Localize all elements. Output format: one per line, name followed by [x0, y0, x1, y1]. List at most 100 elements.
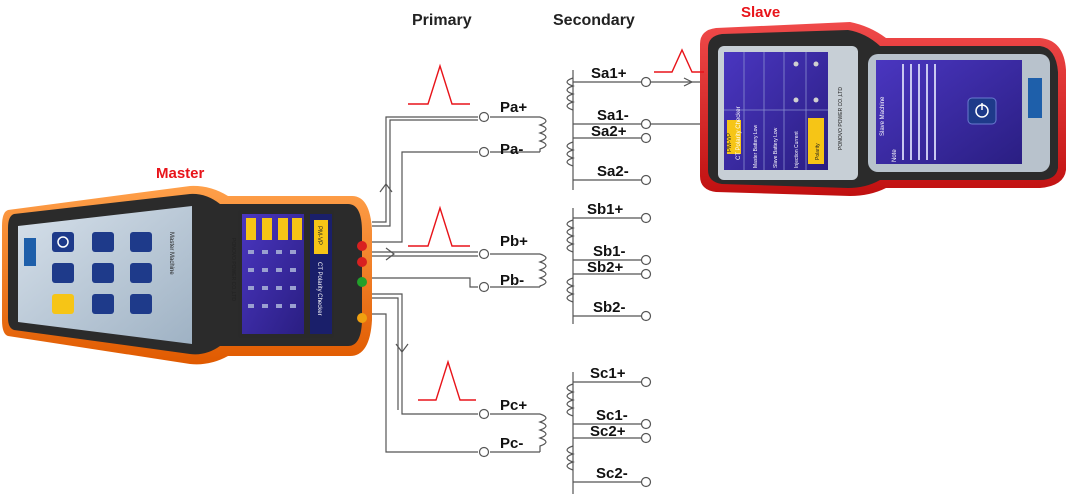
label-sa2-minus: Sa2- — [597, 163, 629, 180]
master-label: Master — [156, 165, 205, 182]
master-screen-grid — [248, 250, 296, 308]
label-sb1-plus: Sb1+ — [587, 201, 624, 218]
slave-brand-mark — [1028, 78, 1042, 118]
label-sa1-plus: Sa1+ — [591, 65, 627, 82]
terminal-sb2-plus[interactable] — [640, 268, 652, 280]
ct-group-b — [490, 208, 642, 324]
terminal-sa1-plus[interactable] — [640, 76, 652, 88]
terminal-pc-plus[interactable] — [478, 408, 490, 420]
master-yellow-connector[interactable] — [357, 313, 367, 323]
master-title-text: CT Polarity Checker — [316, 262, 322, 316]
wire-to-pb-minus — [372, 277, 478, 288]
slave-note-label: Note — [892, 149, 898, 162]
terminal-pa-plus[interactable] — [478, 111, 490, 123]
master-key[interactable] — [92, 294, 114, 314]
arrow-down-icon — [395, 343, 409, 353]
master-company-text: PONOVO POWER CO.,LTD — [230, 238, 236, 301]
power-icon — [57, 236, 69, 248]
slave-power-key[interactable] — [967, 97, 997, 125]
master-key[interactable] — [92, 263, 114, 283]
slave-label: Slave — [741, 4, 781, 21]
terminal-sb2-minus[interactable] — [640, 310, 652, 322]
terminal-sc1-plus[interactable] — [640, 376, 652, 388]
wire-to-pc-minus — [372, 313, 478, 453]
master-power-key[interactable] — [52, 232, 74, 252]
arrow-right-icon — [385, 247, 395, 261]
slave-note-lines — [902, 64, 936, 160]
label-sc2-plus: Sc2+ — [590, 423, 626, 440]
master-green-connector[interactable] — [357, 277, 367, 287]
primary-heading: Primary — [412, 12, 472, 29]
ct-group-a — [490, 70, 700, 190]
label-sb2-minus: Sb2- — [593, 299, 626, 316]
arrow-up-icon — [379, 183, 393, 193]
master-wires — [372, 116, 478, 453]
secondary-coil-c1 — [566, 383, 575, 417]
slave-row-text: Injection Current — [794, 131, 800, 168]
primary-coil-b — [538, 253, 547, 287]
slave-screen — [876, 60, 1022, 164]
terminals — [478, 76, 652, 488]
master-key[interactable] — [130, 294, 152, 314]
terminal-sa1-minus[interactable] — [640, 118, 652, 130]
slave-mode-tag — [727, 120, 741, 154]
slave-row-text: Polarity — [815, 143, 821, 160]
terminal-sc2-minus[interactable] — [640, 476, 652, 488]
master-key[interactable] — [130, 232, 152, 252]
pulse-icon — [408, 63, 470, 105]
master-key[interactable] — [52, 263, 74, 283]
slave-mode-text: PM-VP — [727, 133, 733, 152]
slave-row-text: Master Battery Low — [753, 125, 759, 168]
terminal-sc1-minus[interactable] — [640, 418, 652, 430]
pulse-icon — [654, 48, 704, 73]
master-mode-tag — [314, 220, 328, 254]
slave-led — [793, 61, 799, 67]
pulse-icon — [408, 205, 470, 247]
ct-group-c — [490, 372, 642, 494]
terminal-sb1-plus[interactable] — [640, 212, 652, 224]
slave-row-text: Slave Battery Low — [773, 127, 779, 168]
terminal-sb1-minus[interactable] — [640, 254, 652, 266]
label-sc2-minus: Sc2- — [596, 465, 628, 482]
master-key[interactable] — [130, 263, 152, 283]
master-run-key[interactable] — [52, 294, 74, 314]
label-sa1-minus: Sa1- — [597, 107, 629, 124]
master-device: Master Machine PM-VP CT Polarity Checker… — [2, 185, 372, 365]
slave-led — [793, 97, 799, 103]
wire-to-pc-plus — [372, 293, 478, 415]
label-sc1-minus: Sc1- — [596, 407, 628, 424]
master-red-connector[interactable] — [357, 241, 367, 251]
label-sc1-plus: Sc1+ — [590, 365, 626, 382]
master-mode-text: PM-VP — [316, 226, 322, 245]
master-brand-mark — [24, 238, 36, 266]
secondary-coil-b1 — [566, 219, 575, 253]
terminal-sc2-plus[interactable] — [640, 432, 652, 444]
terminal-pb-plus[interactable] — [478, 248, 490, 260]
terminal-pc-minus[interactable] — [478, 446, 490, 458]
secondary-coil-a2 — [566, 141, 575, 167]
wire-to-pa-plus — [372, 116, 478, 223]
master-screen-tag — [262, 218, 272, 240]
terminal-pa-minus[interactable] — [478, 146, 490, 158]
pulse-icon — [418, 359, 476, 401]
terminal-sa2-plus[interactable] — [640, 132, 652, 144]
terminal-pb-minus[interactable] — [478, 281, 490, 293]
label-sa2-plus: Sa2+ — [591, 123, 627, 140]
terminal-sa2-minus[interactable] — [640, 174, 652, 186]
secondary-coil-b2 — [566, 277, 575, 303]
master-keypad — [24, 232, 152, 314]
master-key[interactable] — [92, 232, 114, 252]
primary-coil-c — [538, 413, 547, 452]
secondary-coil-a1 — [566, 77, 575, 111]
slave-led — [813, 97, 819, 103]
master-red-connector[interactable] — [357, 257, 367, 267]
pulse-icons — [408, 48, 704, 401]
label-pb-minus: Pb- — [500, 272, 524, 289]
master-screen-tag — [278, 218, 288, 240]
label-sb1-minus: Sb1- — [593, 243, 626, 260]
master-screen-tag — [292, 218, 302, 240]
secondary-heading: Secondary — [553, 12, 635, 29]
label-pc-plus: Pc+ — [500, 397, 527, 414]
